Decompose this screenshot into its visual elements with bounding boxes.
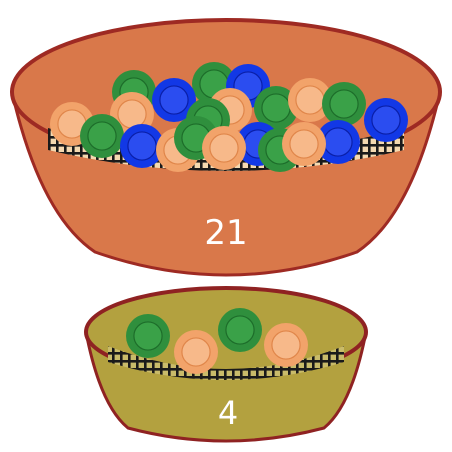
ball-inner: [329, 89, 359, 119]
large-bowl-green-ball: [254, 86, 298, 130]
ball-inner: [295, 85, 325, 115]
small-bowl-green-ball: [126, 314, 170, 358]
large-bowl-green-ball: [322, 82, 366, 126]
ball-inner: [261, 93, 291, 123]
large-bowl-green-ball: [80, 114, 124, 158]
ball-inner: [323, 127, 353, 157]
large-bowl: 21: [10, 18, 442, 277]
ball-inner: [181, 337, 211, 367]
large-bowl-balls: [50, 62, 408, 172]
small-bowl-balls: [126, 308, 308, 374]
small-bowl-green-ball: [218, 308, 262, 352]
large-bowl-count-label: 21: [204, 213, 247, 253]
ball-inner: [133, 321, 163, 351]
small-bowl-orange-ball: [264, 323, 308, 367]
ball-inner: [127, 131, 157, 161]
ball-inner: [209, 133, 239, 163]
ball-inner: [289, 129, 319, 159]
small-bowl-orange-ball: [174, 330, 218, 374]
large-bowl-blue-ball: [316, 120, 360, 164]
ball-inner: [117, 99, 147, 129]
ball-inner: [271, 330, 301, 360]
ball-inner: [159, 85, 189, 115]
small-bowl: 4: [84, 286, 368, 443]
ball-inner: [87, 121, 117, 151]
large-bowl-blue-ball: [364, 98, 408, 142]
large-bowl-blue-ball: [120, 124, 164, 168]
small-bowl-mesh: [108, 346, 344, 380]
ball-inner: [371, 105, 401, 135]
large-bowl-orange-ball: [202, 126, 246, 170]
large-bowl-blue-ball: [152, 78, 196, 122]
large-bowl-orange-ball: [282, 122, 326, 166]
ball-inner: [225, 315, 255, 345]
small-bowl-count-label: 4: [218, 394, 238, 432]
